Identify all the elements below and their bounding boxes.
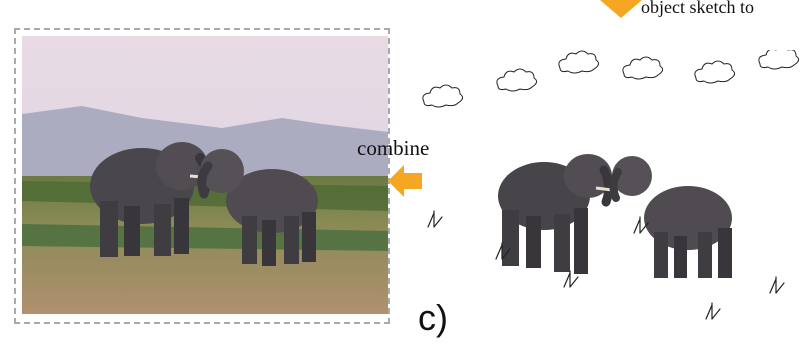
elephant-left-cutout	[498, 154, 614, 274]
cloud-sketch-icon	[758, 50, 800, 70]
cloud-sketch-icon	[422, 84, 464, 108]
cloud-sketch-icon	[496, 68, 538, 92]
combine-label: combine	[357, 136, 430, 160]
cloud-sketch-icon	[622, 56, 664, 80]
top-caption: object sketch to	[641, 0, 754, 17]
arrow-left-icon	[388, 165, 422, 197]
grass-sketch-icon	[769, 276, 785, 294]
cloud-sketch-group	[422, 50, 800, 108]
photo-svg	[22, 36, 388, 314]
arrow-down-icon	[600, 0, 642, 18]
grass-sketch-icon	[633, 216, 649, 234]
grass-sketch-icon	[427, 210, 443, 228]
grass-sketch-group	[427, 210, 785, 320]
cloud-sketch-icon	[694, 60, 736, 84]
elephant-right	[197, 149, 318, 266]
grass-sketch-icon	[563, 270, 579, 288]
cloud-sketch-icon	[558, 50, 600, 74]
grass-sketch-icon	[495, 242, 511, 260]
composite-photo	[22, 36, 388, 314]
result-frame	[14, 28, 390, 324]
elephant-cutout	[498, 154, 732, 278]
panel-label: c)	[418, 297, 448, 338]
elephant-right-cutout	[609, 156, 732, 278]
grass-sketch-icon	[705, 302, 721, 320]
